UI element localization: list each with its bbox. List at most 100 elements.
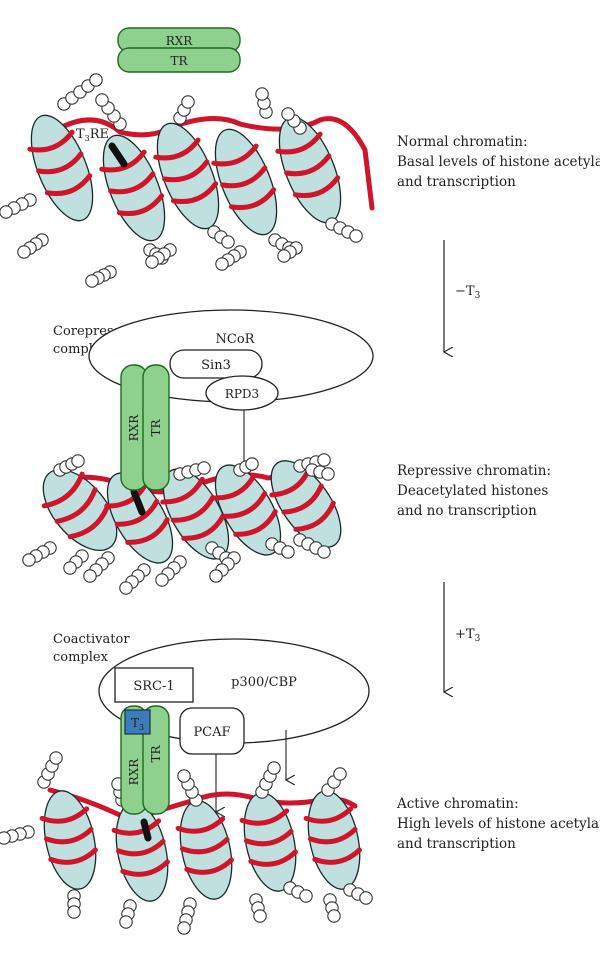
dna-wrap bbox=[54, 487, 98, 524]
rxr-tr-dimer-liganded: T3 RXR TR bbox=[120, 705, 170, 815]
rxr-label: RXR bbox=[166, 34, 194, 48]
histone-tail-bead bbox=[317, 545, 331, 559]
normal-chromatin-panel: RXR TR T3RE Normal chromatin: Basal leve… bbox=[0, 27, 600, 288]
dna-wrap bbox=[44, 173, 93, 196]
dna-wrap bbox=[222, 490, 268, 519]
src1-box bbox=[114, 667, 194, 703]
active-chromatin-panel: Coactivator complex p300/CBP SRC-1 PCAF … bbox=[0, 632, 600, 935]
dna-wrap bbox=[39, 806, 90, 824]
caption-line: Basal levels of histone acetylation bbox=[397, 154, 600, 170]
dna-wrap bbox=[293, 500, 336, 532]
dna-wrap bbox=[228, 187, 277, 210]
tr-label: TR bbox=[149, 419, 163, 437]
t3re-element bbox=[130, 488, 146, 516]
dna-wrap bbox=[116, 193, 165, 216]
dna-wrap bbox=[211, 143, 259, 167]
nucleosome bbox=[211, 128, 278, 236]
histone-tail-bead bbox=[181, 95, 195, 109]
histone-tail-bead bbox=[281, 545, 295, 559]
dna-wrap bbox=[108, 171, 156, 195]
histone-tail-bead bbox=[17, 245, 31, 259]
caption-line: and no transcription bbox=[397, 503, 537, 519]
caption-title: Repressive chromatin: bbox=[397, 463, 551, 479]
src1-label: SRC-1 bbox=[133, 679, 174, 694]
rxr-tr-dimer-bound: RXR TR bbox=[120, 364, 170, 491]
repressive-chromatin-panel: Corepressor complex NCoR Sin3 RPD3 RXR T… bbox=[22, 309, 551, 595]
histone-tail-bead bbox=[327, 909, 341, 923]
histone-tail-bead bbox=[0, 205, 13, 219]
nucleosome bbox=[160, 468, 230, 560]
dna-wrap bbox=[312, 847, 362, 865]
rpd3-label: RPD3 bbox=[225, 387, 259, 401]
histone-tail-bead bbox=[215, 257, 229, 271]
histone-tail-bead bbox=[0, 831, 11, 845]
histone-tail-bead bbox=[49, 751, 63, 765]
rxr-tr-dimer-free: RXR TR bbox=[117, 27, 241, 73]
dna-wrap bbox=[212, 472, 257, 501]
dna-wrap bbox=[43, 826, 94, 845]
ncor-label: NCoR bbox=[216, 332, 256, 347]
dna-wrap bbox=[239, 808, 290, 826]
histone-tail-bead bbox=[209, 569, 223, 583]
rpd3-ellipse bbox=[205, 375, 279, 411]
dna-wrap bbox=[175, 816, 226, 834]
histone-tail-bead bbox=[317, 453, 331, 467]
histone-tail-bead bbox=[67, 905, 81, 919]
t3-ligand-box bbox=[124, 709, 151, 735]
dna-wrap bbox=[292, 175, 341, 198]
nucleosome bbox=[111, 802, 170, 902]
dna-wrap bbox=[181, 513, 226, 541]
dna-wrap bbox=[162, 159, 210, 183]
nucleosome bbox=[39, 790, 98, 890]
histone-tail-bead bbox=[267, 761, 281, 775]
dna-wrap bbox=[125, 517, 170, 545]
sin3-box bbox=[169, 349, 263, 379]
dna-wrap bbox=[153, 137, 201, 161]
nucleosome bbox=[303, 790, 362, 890]
dna-wrap bbox=[160, 476, 205, 505]
dna-wrap bbox=[281, 483, 324, 515]
histone-tail-bead bbox=[95, 93, 109, 107]
histone-tail-bead bbox=[177, 921, 191, 935]
histone-tail-bead bbox=[71, 454, 85, 468]
histone-tail-bead bbox=[63, 561, 77, 575]
dna-wrap bbox=[27, 129, 75, 153]
tr-bar bbox=[142, 364, 170, 491]
dna-wrap bbox=[233, 509, 278, 537]
nucleosome-array-normal bbox=[0, 73, 375, 288]
histone-tail-bead bbox=[277, 249, 291, 263]
dna-wrap bbox=[114, 498, 160, 527]
histone-tail-bead bbox=[321, 467, 335, 481]
histone-tail-bead bbox=[177, 769, 191, 783]
nucleosome-array-active bbox=[0, 751, 373, 935]
dna-wrap bbox=[284, 153, 332, 177]
histone-tail-bead bbox=[359, 891, 373, 905]
caption-line: Deacetylated histones bbox=[397, 483, 548, 499]
histone-tail-bead bbox=[145, 255, 159, 269]
t3re-element bbox=[108, 142, 128, 168]
dna-wrap bbox=[48, 847, 98, 865]
histone-tail-bead bbox=[89, 73, 103, 87]
repressive-chromatin-caption: Repressive chromatin: Deacetylated histo… bbox=[397, 463, 551, 519]
dna-wrap bbox=[170, 181, 219, 204]
histone-tail-bead bbox=[245, 457, 259, 471]
histone-tail-bead bbox=[83, 569, 97, 583]
dna-wrap bbox=[220, 165, 268, 189]
nucleosome bbox=[41, 468, 118, 552]
dna-wrap bbox=[170, 494, 216, 523]
dna-wrap bbox=[115, 838, 166, 857]
caption-title: Active chromatin: bbox=[396, 796, 519, 812]
dna-wrap bbox=[41, 471, 85, 509]
histone-tail-bead bbox=[22, 553, 36, 567]
coactivator-label-2: complex bbox=[53, 650, 109, 665]
t3re-element bbox=[140, 818, 152, 842]
dna-wrap bbox=[67, 502, 111, 540]
histone-tail-bead bbox=[119, 915, 133, 929]
nucleosome bbox=[27, 114, 94, 222]
caption-title: Normal chromatin: bbox=[397, 134, 528, 150]
dna-wrap bbox=[248, 849, 298, 867]
histone-tail-bead bbox=[255, 87, 269, 101]
sin3-label: Sin3 bbox=[201, 358, 231, 373]
pcaf-label: PCAF bbox=[193, 725, 230, 740]
